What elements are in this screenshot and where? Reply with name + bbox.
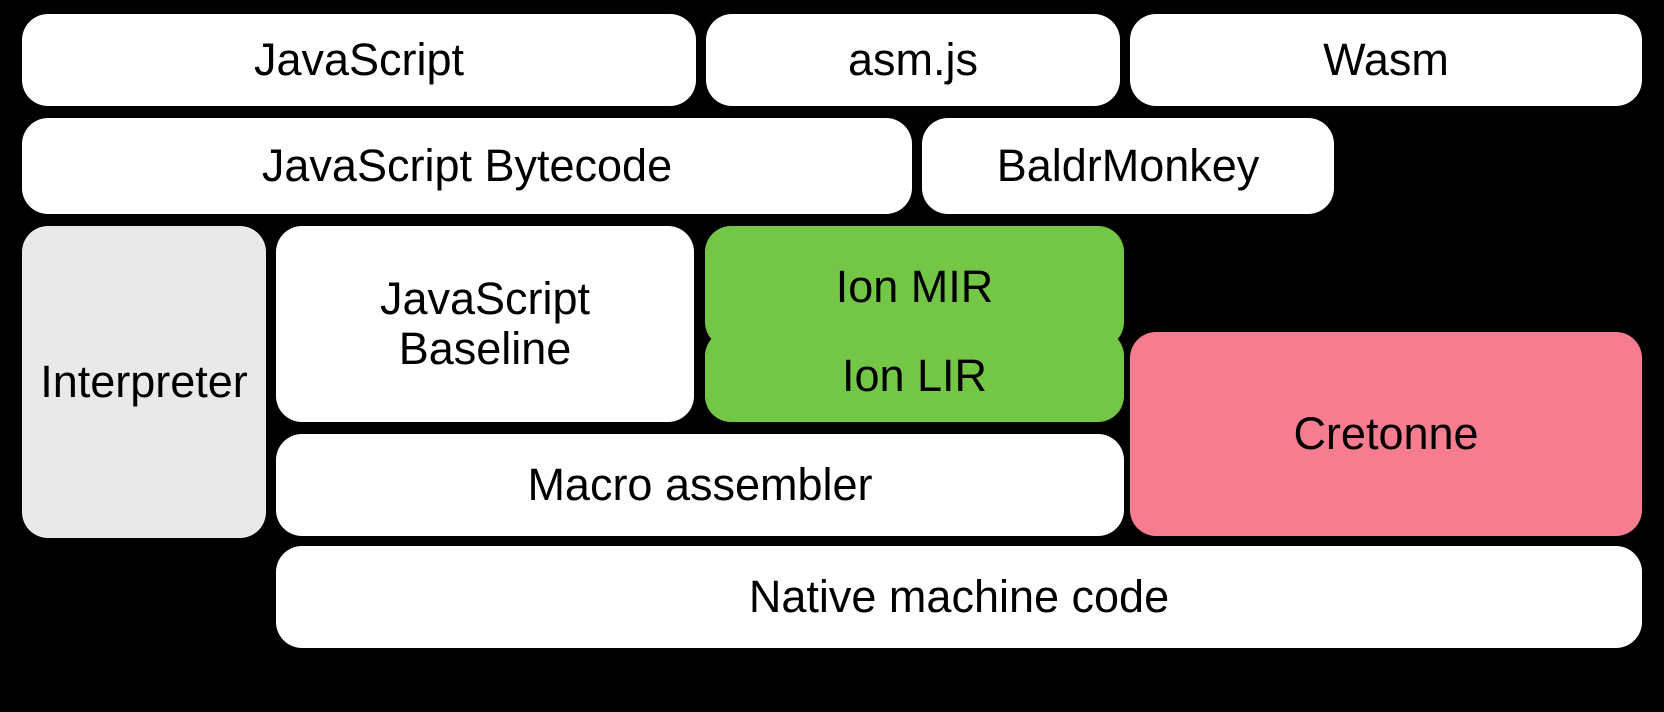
block-javascript-baseline: JavaScript Baseline [276,226,694,422]
block-baldrmonkey: BaldrMonkey [922,118,1334,214]
block-wasm: Wasm [1130,14,1642,106]
block-interpreter: Interpreter [22,226,266,538]
block-cretonne: Cretonne [1130,332,1642,536]
block-native-machine-code: Native machine code [276,546,1642,648]
block-javascript-bytecode: JavaScript Bytecode [22,118,912,214]
block-macro-assembler: Macro assembler [276,434,1124,536]
block-ion-mir: Ion MIR [705,226,1124,348]
block-asm-js: asm.js [706,14,1120,106]
block-javascript: JavaScript [22,14,696,106]
block-ion-lir: Ion LIR [705,330,1124,422]
